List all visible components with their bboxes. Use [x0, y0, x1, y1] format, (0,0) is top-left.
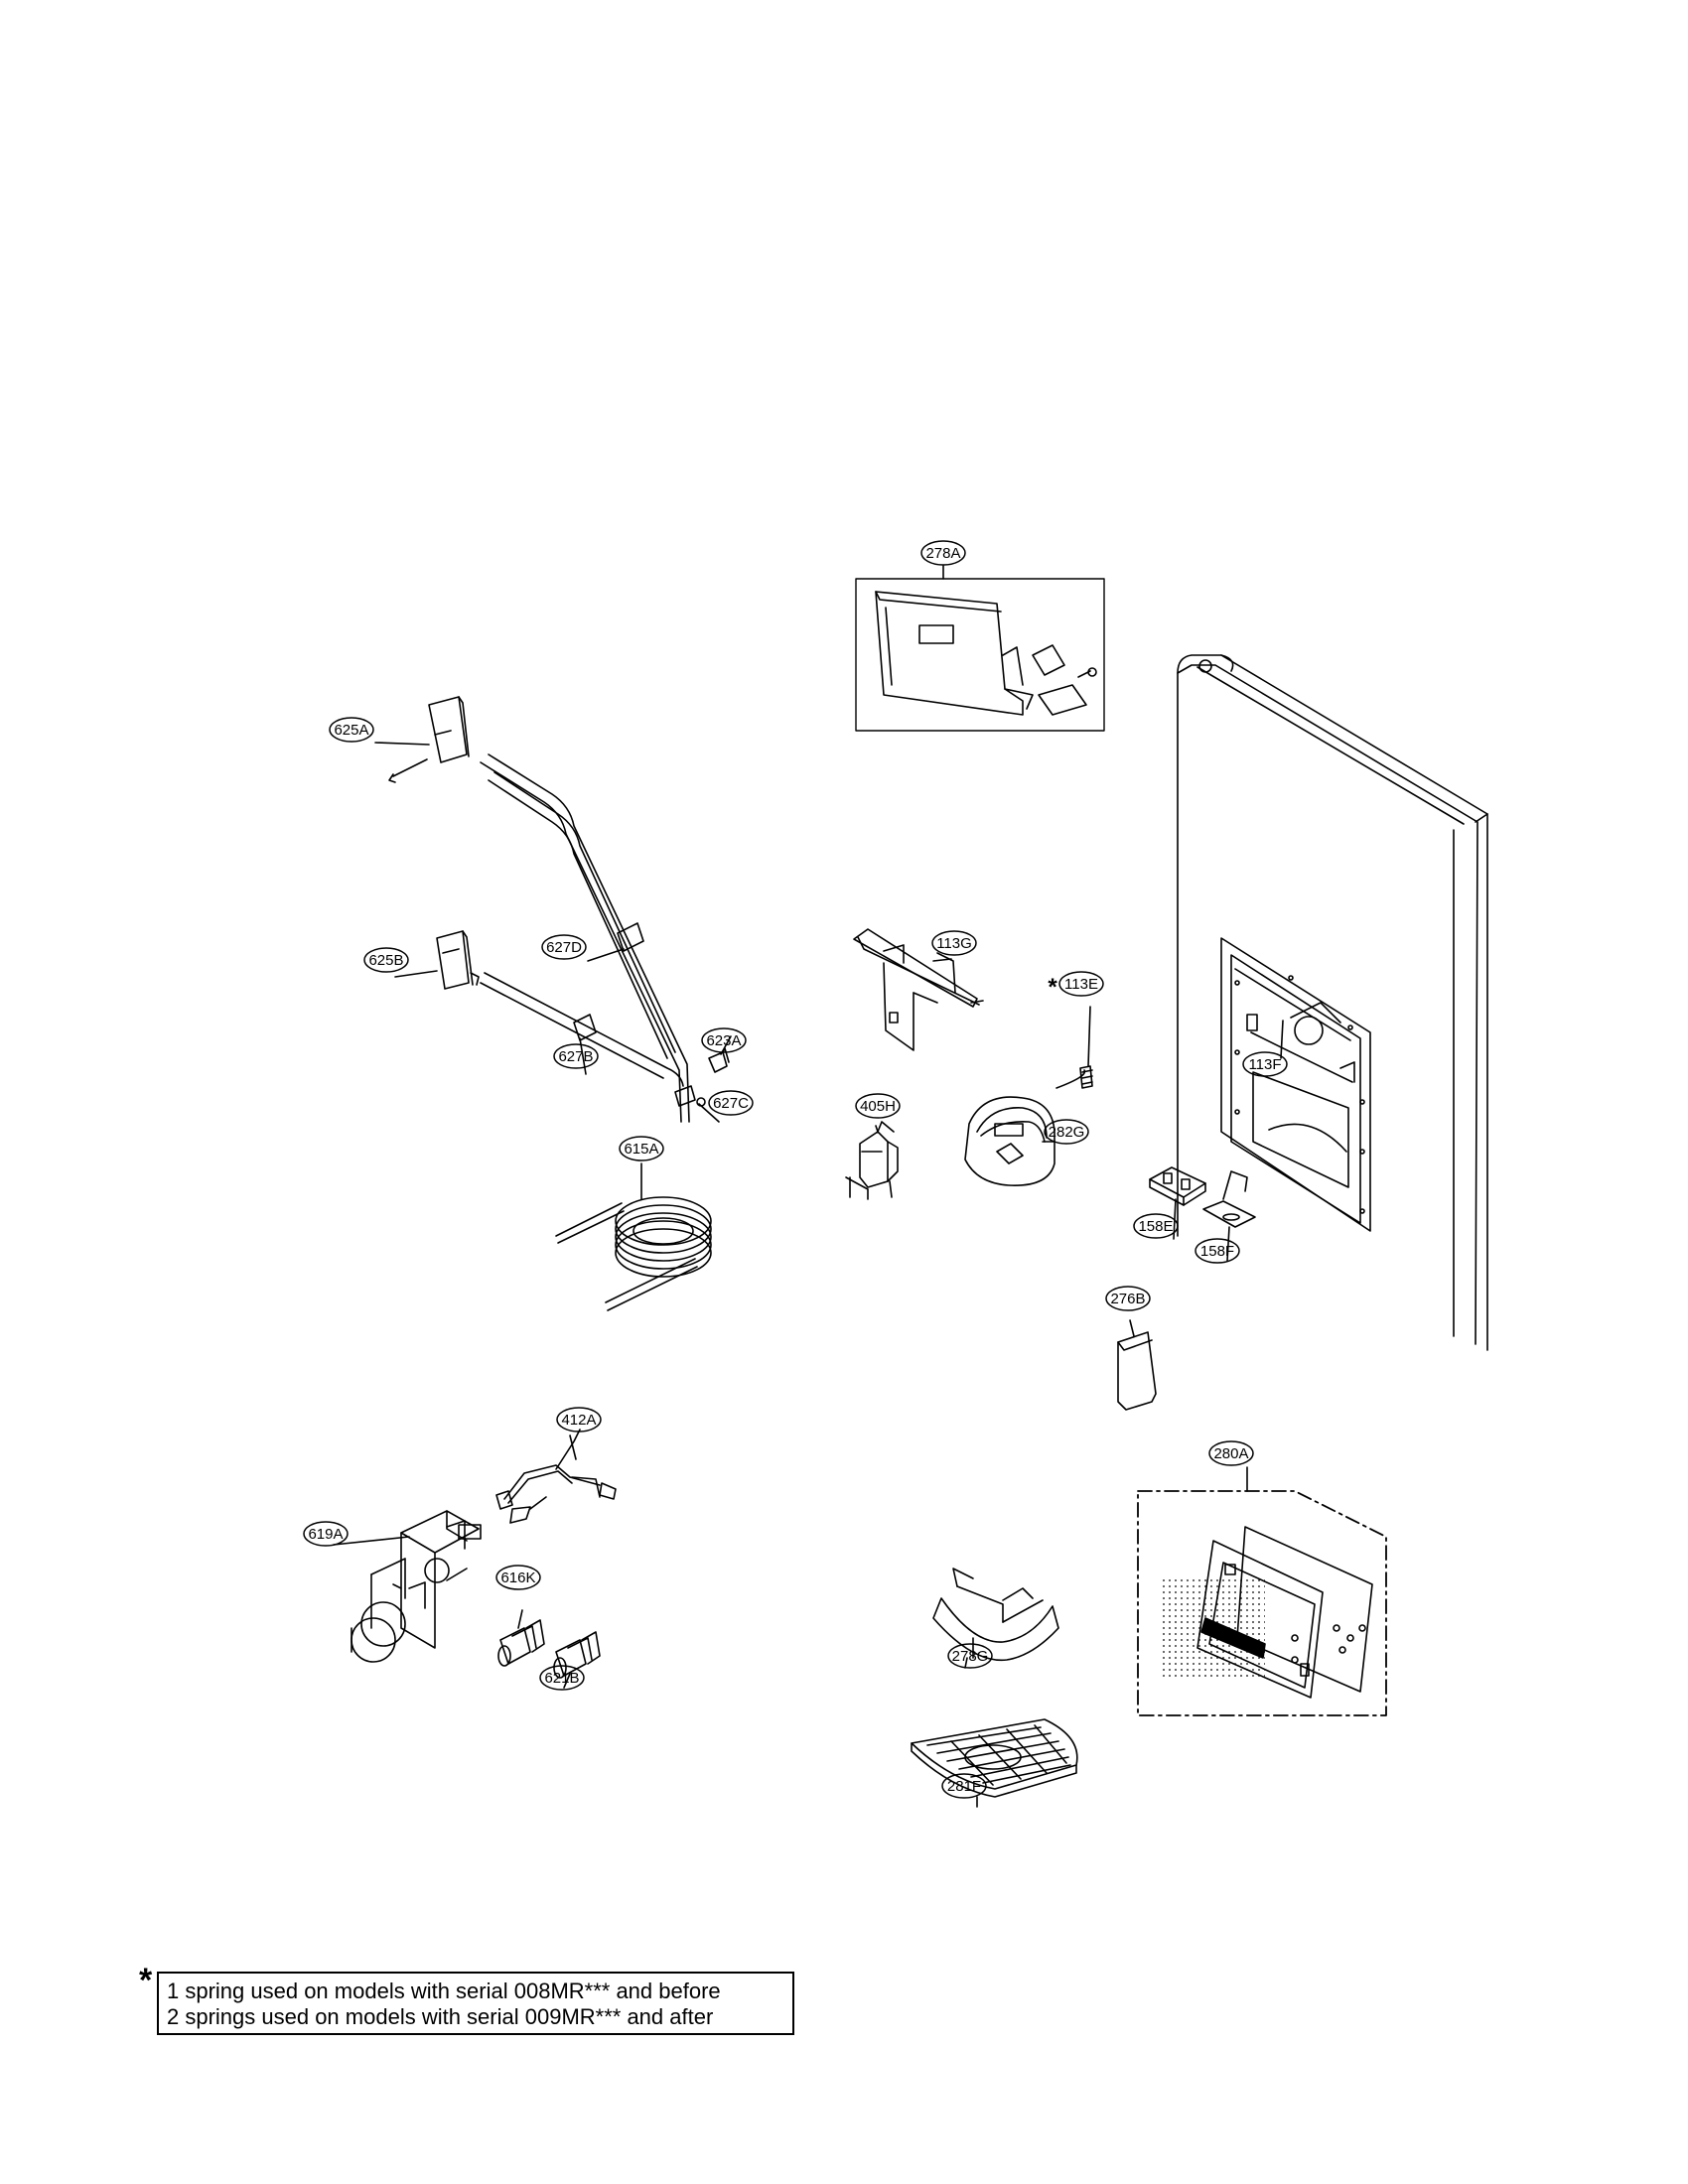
- note-line-2: 2 springs used on models with serial 009…: [167, 2004, 714, 2029]
- part-278A-housing: [855, 565, 1105, 732]
- callout-label-158F: 158F: [1200, 1243, 1234, 1260]
- callout-bubble-623A: [701, 1027, 747, 1053]
- callout-bubble-625B: [363, 947, 409, 973]
- part-627D-tubes: [480, 753, 690, 1123]
- callout-label-627C: 627C: [713, 1095, 749, 1112]
- part-615A-coil: [555, 1162, 712, 1311]
- callout-bubble-113E: [1058, 971, 1104, 997]
- callout-bubble-615A: [619, 1136, 664, 1161]
- callout-label-280A: 280A: [1213, 1445, 1248, 1462]
- part-412A-harness: [495, 1429, 617, 1524]
- part-276B-cover: [1117, 1331, 1157, 1411]
- callout-bubble-282G: [1044, 1119, 1089, 1145]
- callout-label-281F: 281F: [947, 1778, 981, 1795]
- callout-label-113F: 113F: [1248, 1056, 1281, 1073]
- part-405H-actuator: [845, 1121, 899, 1200]
- callout-label-113E: 113E: [1064, 976, 1098, 993]
- part-158E-holder: [1149, 1166, 1206, 1206]
- callout-label-405H: 405H: [860, 1098, 896, 1115]
- callout-bubble-278A: [920, 540, 966, 566]
- callout-bubble-627C: [708, 1090, 754, 1116]
- callout-label-625B: 625B: [368, 952, 403, 969]
- callout-bubble-619A: [303, 1521, 349, 1547]
- door-panel: [1177, 654, 1488, 1351]
- callout-label-619A: 619A: [308, 1526, 343, 1543]
- note-asterisk: *: [139, 1962, 153, 1999]
- part-281F-drip-tray: [911, 1718, 1078, 1808]
- asterisk-113E: *: [1048, 974, 1057, 1001]
- callout-label-616K: 616K: [500, 1570, 535, 1586]
- part-278G-funnel: [932, 1568, 1059, 1662]
- callout-bubble-625A: [329, 717, 374, 743]
- callout-bubble-281F: [941, 1773, 987, 1799]
- callout-label-276B: 276B: [1110, 1291, 1145, 1307]
- callout-bubble-627D: [541, 934, 587, 960]
- callout-bubble-616K: [495, 1565, 541, 1590]
- callout-label-615A: 615A: [624, 1141, 658, 1158]
- note-line-1: 1 spring used on models with serial 008M…: [167, 1979, 721, 2003]
- callout-label-627B: 627B: [558, 1048, 593, 1065]
- callout-bubble-627B: [553, 1043, 599, 1069]
- callout-label-282G: 282G: [1049, 1124, 1085, 1141]
- callout-label-158E: 158E: [1138, 1218, 1173, 1235]
- callout-label-113G: 113G: [936, 935, 972, 952]
- callout-label-627D: 627D: [546, 939, 582, 956]
- serial-note-box: 1 spring used on models with serial 008M…: [157, 1972, 794, 2035]
- callout-bubble-278G: [947, 1643, 993, 1669]
- part-280A-control-panel: [1137, 1466, 1387, 1716]
- callout-bubble-412A: [556, 1407, 602, 1433]
- part-158F-lever: [1202, 1170, 1256, 1228]
- part-113G-bracket: [853, 928, 984, 1051]
- callout-bubble-113G: [931, 930, 977, 956]
- part-616K-fitting: [497, 1619, 545, 1667]
- callout-label-625A: 625A: [334, 722, 368, 739]
- callout-bubble-158F: [1195, 1238, 1240, 1264]
- part-625A-bracket: [388, 696, 470, 783]
- callout-label-623A: 623A: [706, 1032, 741, 1049]
- callout-bubble-280A: [1208, 1440, 1254, 1466]
- part-627B-tube: [480, 972, 684, 1087]
- callout-label-412A: 412A: [561, 1412, 596, 1429]
- callout-bubble-113F: [1242, 1051, 1288, 1077]
- callout-bubble-276B: [1105, 1286, 1151, 1311]
- callout-label-278A: 278A: [925, 545, 960, 562]
- leader-lines: [333, 742, 1284, 1689]
- part-621B-fitting: [553, 1631, 601, 1679]
- part-113E-spring: [1055, 1065, 1093, 1089]
- part-282G-paddle: [964, 1096, 1055, 1186]
- callout-label-621B: 621B: [544, 1670, 579, 1687]
- callout-bubble-405H: [855, 1093, 901, 1119]
- callout-label-278G: 278G: [952, 1648, 989, 1665]
- part-619A-valve: [351, 1510, 482, 1663]
- callout-bubble-158E: [1133, 1213, 1179, 1239]
- part-625B-bracket: [436, 930, 480, 990]
- callout-bubble-621B: [539, 1665, 585, 1691]
